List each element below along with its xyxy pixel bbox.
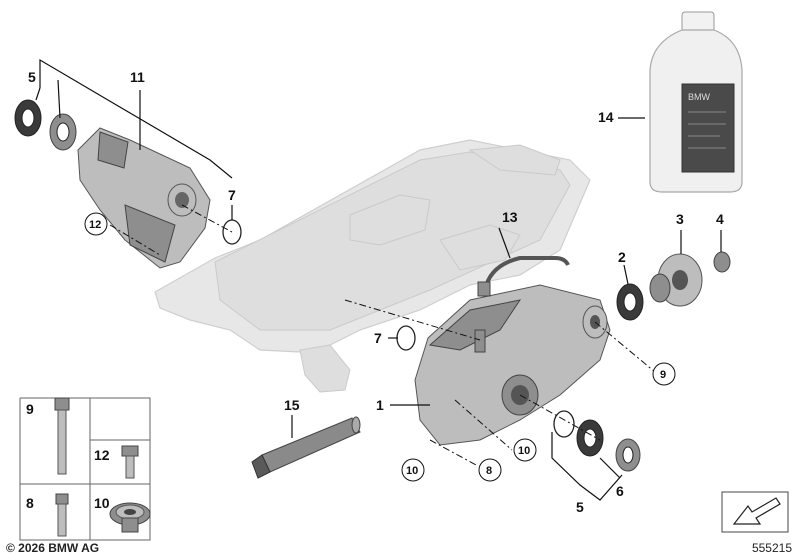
label-13: 13 [502,209,518,225]
panel-label-8: 8 [26,495,34,511]
oil-bottle: BMW [649,11,743,193]
bolt-9 [54,397,70,475]
oil-pan-outline [154,139,591,393]
callout-9: 9 [652,362,676,386]
flange-nut [713,251,731,273]
plug-10 [109,502,151,533]
label-7-upper: 7 [228,187,236,203]
oil-line [483,256,570,291]
label-5-lower: 5 [576,499,584,515]
o-ring-middle [396,325,416,351]
label-5-upper: 5 [28,69,36,85]
callout-10-right: 10 [513,438,537,462]
panel-label-10: 10 [94,495,110,511]
forward-arrow-icon [732,497,781,525]
label-3: 3 [676,211,684,227]
label-6: 6 [616,483,624,499]
svg-text:8: 8 [486,465,492,477]
label-14: 14 [598,109,614,125]
bolt-8 [55,493,69,537]
direction-badge [721,491,789,533]
callout-10-left: 10 [401,458,425,482]
bottle-label-text: BMW [688,92,711,102]
label-15: 15 [284,397,300,413]
label-11: 11 [130,69,145,85]
copyright-text: © 2026 BMW AG [6,541,100,555]
callout-8: 8 [478,458,502,482]
diagram-reference-number: 555215 [751,541,792,555]
leader-lines [35,58,722,501]
svg-text:10: 10 [406,465,418,477]
label-1: 1 [376,397,384,413]
o-ring-lower [553,410,575,438]
fastener-panel: 9 12 8 10 [19,397,151,541]
panel-label-9: 9 [26,401,34,417]
callout-12-upper: 12 [84,212,108,236]
svg-text:10: 10 [518,445,530,457]
sealant-tube [251,416,361,479]
svg-text:12: 12 [89,219,101,231]
output-flange [649,253,703,307]
label-4: 4 [716,211,724,227]
label-7-middle: 7 [374,330,382,346]
bolt-12 [121,445,139,479]
panel-label-12: 12 [94,447,110,463]
label-2: 2 [618,249,626,265]
axle-bracket [77,127,211,269]
differential [414,284,611,446]
svg-text:9: 9 [660,369,666,381]
